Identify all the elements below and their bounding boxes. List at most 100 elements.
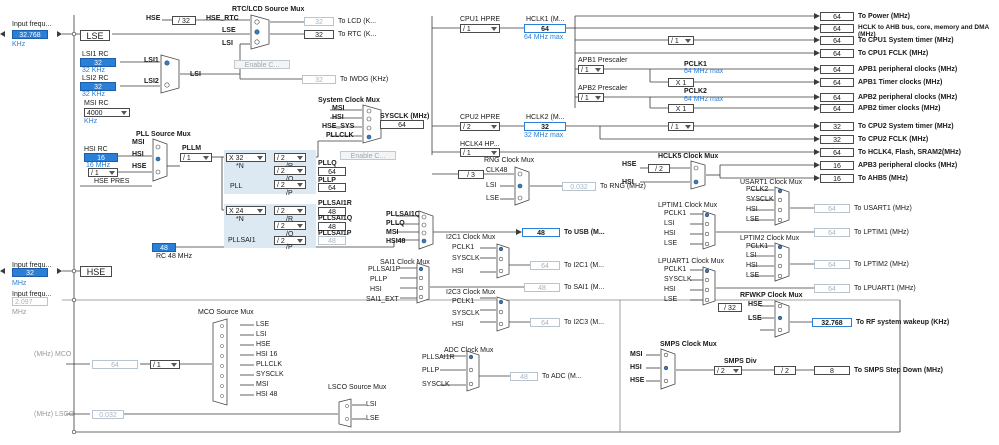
hclk4-hpre-dropdown[interactable]: / 1: [460, 148, 500, 157]
pllsai1-q-divider-dropdown[interactable]: / 2: [274, 221, 306, 230]
pll-p-divider-dropdown[interactable]: / 2: [274, 180, 306, 189]
smps-clock-mux-title: SMPS Clock Mux: [660, 341, 717, 348]
bus-output-value: 64: [820, 49, 854, 58]
i2c3-clock-mux[interactable]: [496, 296, 510, 332]
external-input-frequency-field[interactable]: 2.097: [12, 297, 48, 306]
hsi-rc-label: HSI RC: [84, 146, 108, 153]
lsco-lse-label: LSE: [366, 415, 380, 422]
sysclk-enable-css-button[interactable]: Enable C...: [340, 151, 396, 160]
rng-clock-mux[interactable]: [514, 166, 530, 206]
lsi-select-mux[interactable]: [160, 54, 180, 94]
pllsai1-p-divider-dropdown[interactable]: / 2: [274, 236, 306, 245]
system-clock-mux[interactable]: [362, 104, 382, 144]
rtc-source-mux[interactable]: [250, 14, 270, 50]
i2c1-sysclk-label: SYSCLK: [452, 255, 480, 262]
pllsai1q-label: PLLSAI1Q: [318, 215, 353, 222]
lcd-clock-value: 32: [304, 17, 334, 26]
smps-clock-mux[interactable]: [660, 348, 676, 390]
lpuart1-clock-mux[interactable]: [702, 266, 716, 306]
pllp-label: PLLP: [318, 177, 336, 184]
sai1-clock-mux[interactable]: [416, 262, 430, 304]
pclk1-max-label: 64 MHz max: [684, 68, 724, 75]
pll-source-mux[interactable]: [152, 138, 168, 182]
pll-label: PLL: [230, 183, 243, 190]
smps-hse-label: HSE: [630, 377, 645, 384]
rc48-value-field[interactable]: 48: [152, 243, 176, 252]
bus-output-label: APB2 timer clocks (MHz): [858, 105, 941, 112]
i2c3-hsi-label: HSI: [452, 321, 464, 328]
msi-frequency-dropdown[interactable]: 4000: [84, 108, 130, 117]
lpuart1-clock-label: To LPUART1 (MHz): [854, 285, 916, 292]
adc-sysclk-label: SYSCLK: [422, 381, 450, 388]
usart1-pclk2-label: PCLK2: [746, 186, 769, 193]
pclk1-label: PCLK1: [684, 61, 707, 68]
pllsai1-n-label: *N: [236, 216, 244, 223]
lptim2-clock-mux[interactable]: [774, 242, 790, 282]
usb-hsi48-label: HSI48: [386, 238, 406, 245]
lcd-clock-label: To LCD (K...: [338, 18, 377, 25]
lsco-lsi-label: LSI: [366, 401, 377, 408]
pclk2-label: PCLK2: [684, 88, 707, 95]
rfwkp-hse-label: HSE: [748, 301, 763, 308]
pllp-value: 64: [318, 183, 346, 192]
hse-input-frequency-field[interactable]: 32: [12, 268, 48, 277]
rng-lsi-label: LSI: [486, 182, 497, 189]
hclk2-value[interactable]: 32: [524, 122, 566, 131]
hse-pres-label: HSE PRES: [94, 178, 130, 185]
lpuart1-clock-mux-title: LPUART1 Clock Mux: [658, 258, 725, 265]
pllsai1-r-divider-dropdown[interactable]: / 2: [274, 206, 306, 215]
pllm-dropdown[interactable]: / 1: [180, 153, 212, 162]
i2c1-clock-label: To I2C1 (M...: [564, 262, 605, 269]
pll-n-multiplier-dropdown[interactable]: X 32: [226, 153, 266, 162]
i2c1-clock-mux[interactable]: [496, 243, 510, 279]
sai1-hsi-label: HSI: [370, 286, 382, 293]
sai1-pllsai1p-label: PLLSAI1P: [368, 266, 401, 273]
pll-r-divider-dropdown[interactable]: / 2: [274, 153, 306, 162]
pll-hsi-label: HSI: [132, 151, 144, 158]
cpu1-hpre-dropdown[interactable]: / 1: [460, 24, 500, 33]
mco-input-label: HSI 16: [256, 351, 278, 358]
hclk5-clock-mux[interactable]: [690, 160, 706, 190]
rfwkp-clock-mux[interactable]: [774, 300, 790, 338]
bus-output-label: HCLK to AHB bus, core, memory and DMA (M…: [858, 24, 989, 38]
lse-oscillator-box: LSE: [80, 30, 110, 41]
cpu2-hpre-dropdown[interactable]: / 2: [460, 122, 500, 131]
cpu2-systick-divider-dropdown[interactable]: / 1: [668, 122, 694, 131]
smps-div-dropdown[interactable]: / 2: [714, 366, 742, 375]
pllsai1r-value: 48: [318, 207, 346, 216]
usart1-clock-mux[interactable]: [774, 186, 790, 226]
pll-q-label: /Q: [286, 175, 293, 184]
rtc-hse-divider[interactable]: / 32: [172, 16, 196, 25]
bus-output-label: To AHB5 (MHz): [858, 175, 908, 182]
lsi2-value-field[interactable]: 32: [80, 82, 116, 91]
cpu1-hpre-label: CPU1 HPRE: [460, 16, 501, 23]
hclk1-value[interactable]: 64: [524, 24, 566, 33]
lsi1-value-field[interactable]: 32: [80, 58, 116, 67]
lse-input-frequency-field[interactable]: 32.768: [12, 30, 48, 39]
lsco-source-mux[interactable]: [338, 398, 352, 428]
bus-output-label: To CPU2 FCLK (MHz): [858, 136, 929, 143]
bus-output-label: APB1 Timer clocks (MHz): [858, 79, 943, 86]
lsi-output-label: LSI: [190, 71, 201, 78]
hse-prescaler-dropdown[interactable]: / 1: [88, 168, 118, 177]
cpu2-hpre-label: CPU2 HPRE: [460, 114, 501, 121]
cpu1-systick-divider-dropdown[interactable]: / 1: [668, 36, 694, 45]
rtc-enable-css-button[interactable]: Enable C...: [234, 60, 290, 69]
pllsai1-n-multiplier-dropdown[interactable]: X 24: [226, 206, 266, 215]
lptim1-clock-mux[interactable]: [702, 210, 716, 250]
usb-clock-mux[interactable]: [418, 210, 434, 250]
pll-q-divider-dropdown[interactable]: / 2: [274, 166, 306, 175]
hsi-unit-label: 16 MHz: [86, 162, 111, 169]
apb1-prescaler-dropdown[interactable]: / 1: [578, 65, 604, 74]
mco-input-label: LSE: [256, 321, 270, 328]
hsi-value-field[interactable]: 16: [84, 153, 118, 162]
mco-source-mux[interactable]: [212, 318, 228, 406]
hclk2-max-label: 32 MHz max: [524, 132, 564, 139]
bus-output-value: 32: [820, 122, 854, 131]
apb2-prescaler-dropdown[interactable]: / 1: [578, 93, 604, 102]
mco-divider-dropdown[interactable]: / 1: [150, 360, 180, 369]
sysclk-hse-sys-label: HSE_SYS: [322, 123, 355, 130]
sysclk-value[interactable]: 64: [380, 120, 424, 129]
adc-clock-mux[interactable]: [466, 350, 480, 392]
bus-output-label: APB1 peripheral clocks (MHz): [858, 66, 958, 73]
